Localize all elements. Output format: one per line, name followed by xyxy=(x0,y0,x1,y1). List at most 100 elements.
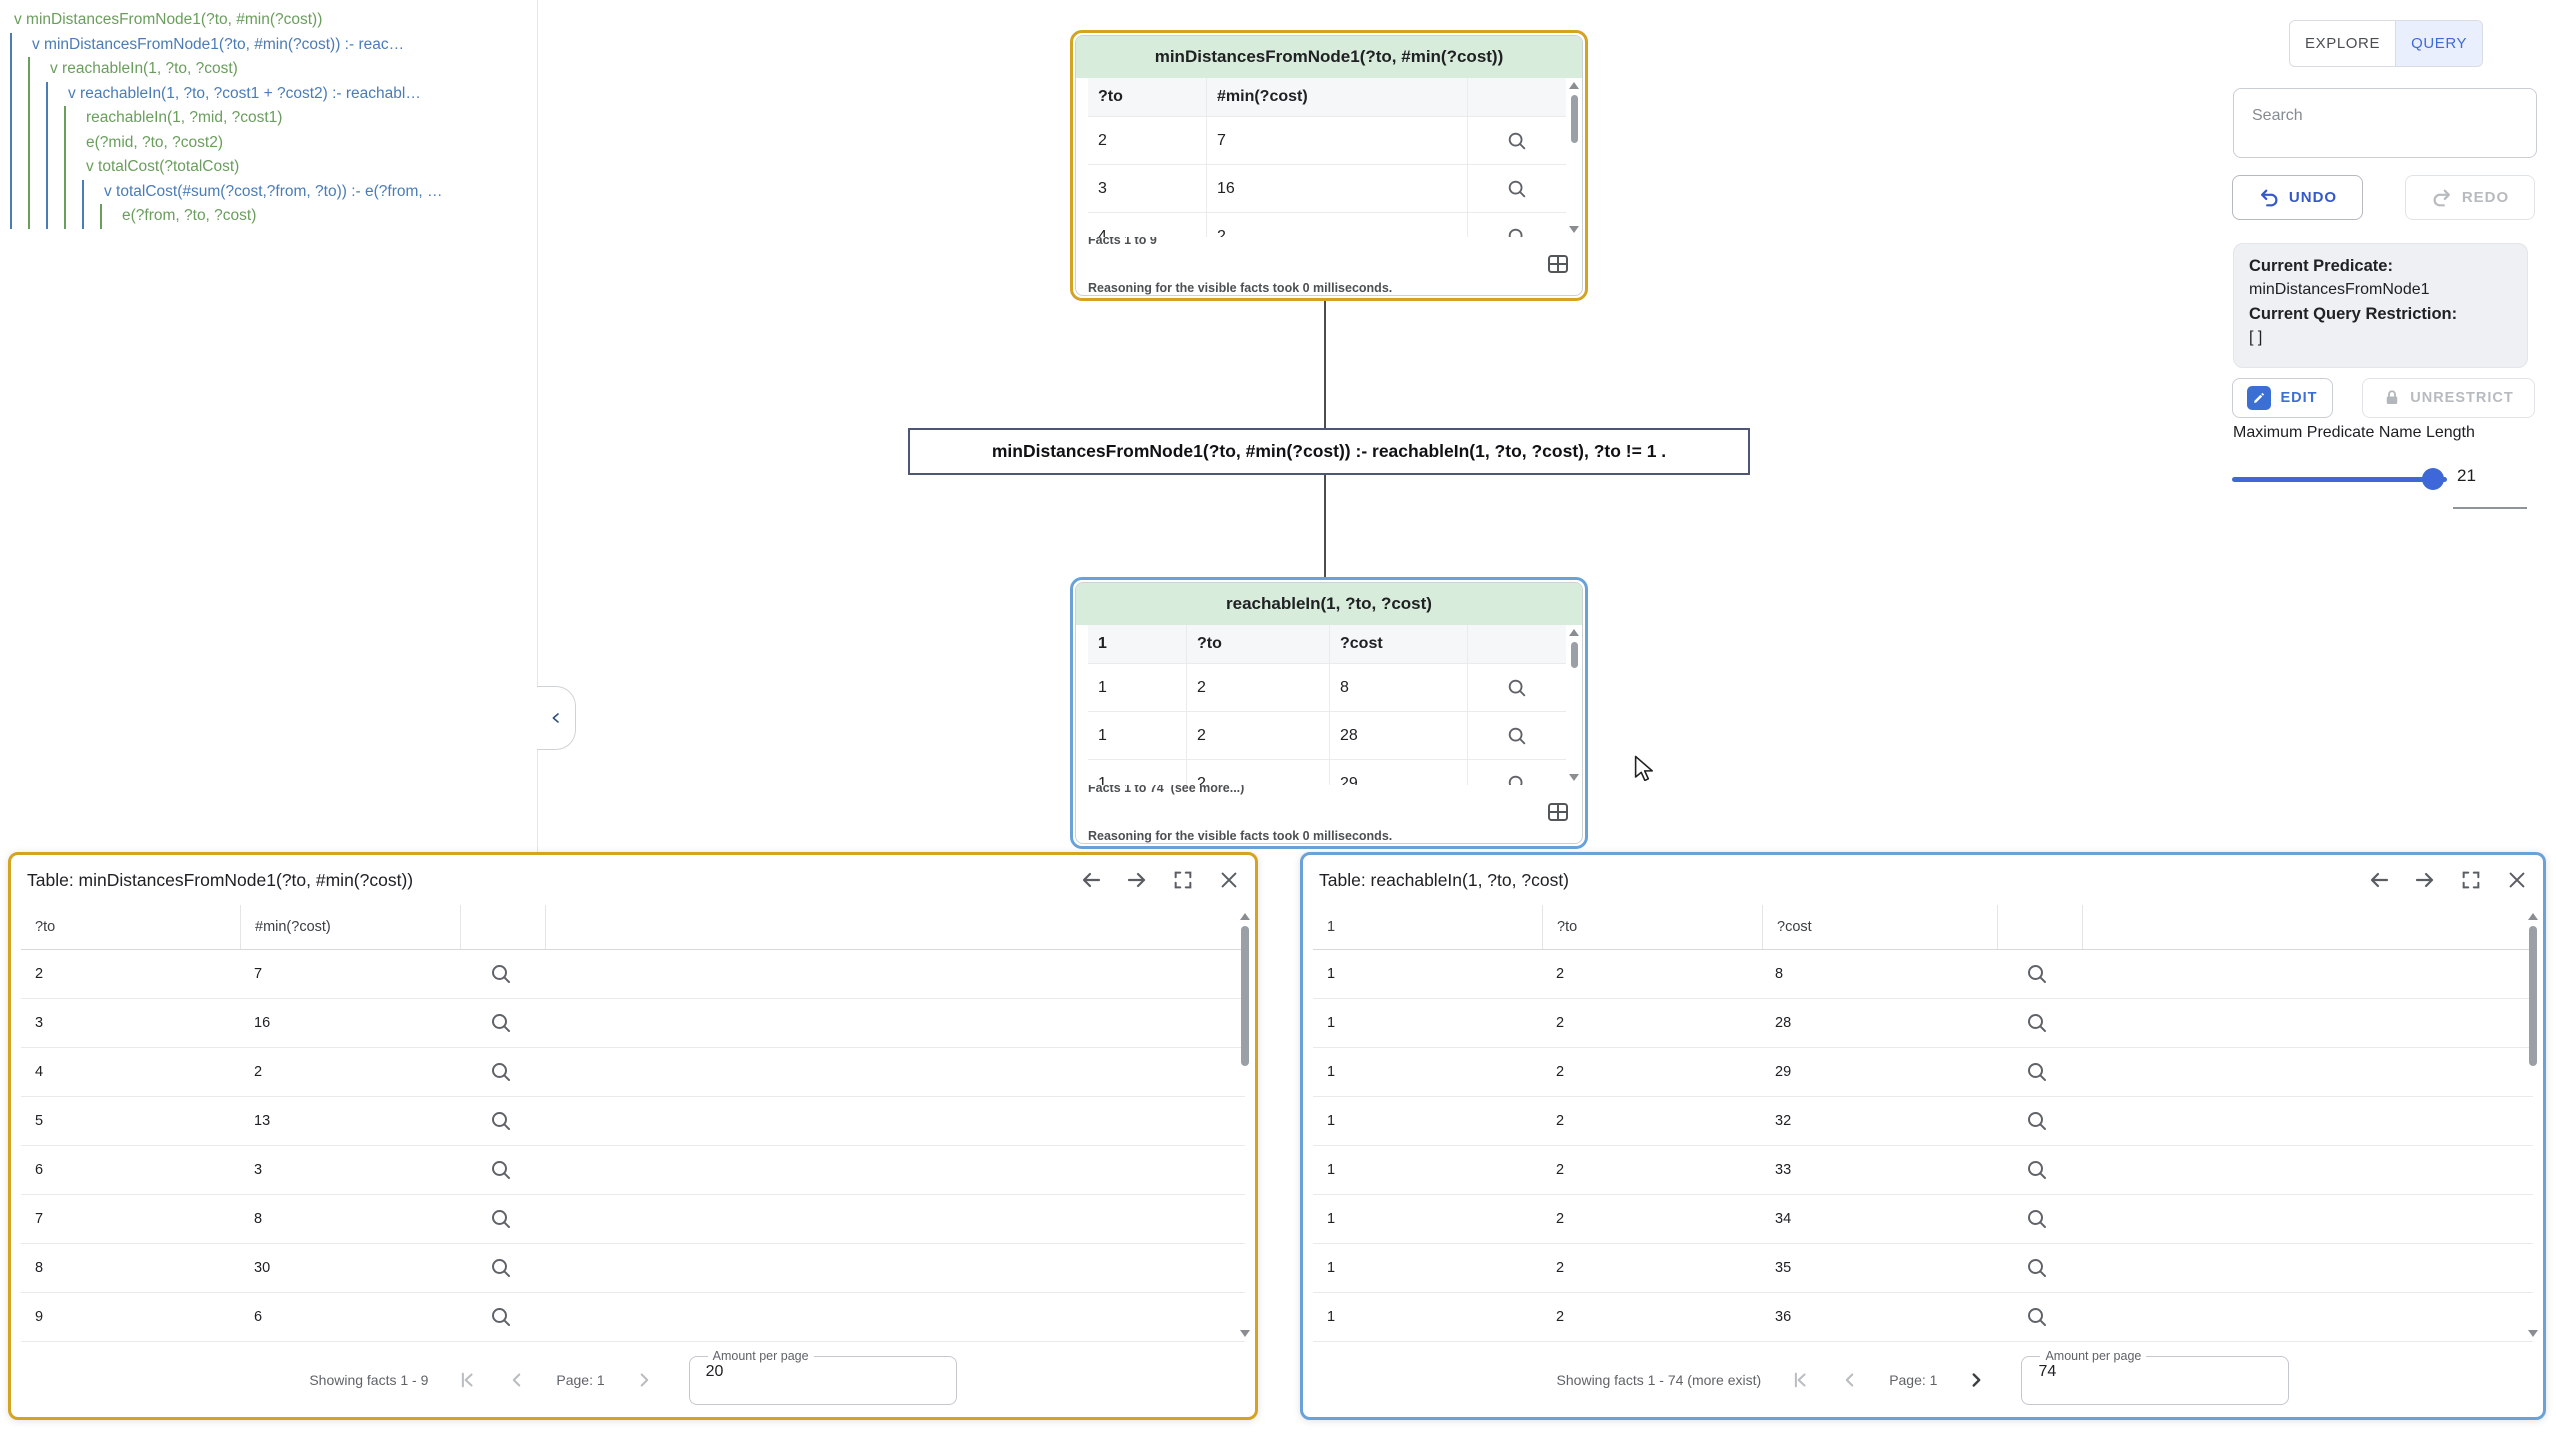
inspect-fact-icon[interactable] xyxy=(1506,725,1528,747)
inspect-fact-icon[interactable] xyxy=(489,962,513,986)
collapse-sidebar-button[interactable] xyxy=(537,686,576,750)
inspect-fact-icon[interactable] xyxy=(1506,130,1528,152)
previous-page-icon[interactable] xyxy=(506,1369,528,1391)
redo-button[interactable]: REDO xyxy=(2405,175,2535,220)
inspect-fact-icon[interactable] xyxy=(2025,1011,2049,1035)
inspect-fact-icon[interactable] xyxy=(2025,962,2049,986)
node-table-scrollbar[interactable] xyxy=(1568,629,1580,781)
inspect-fact-icon[interactable] xyxy=(1506,178,1528,200)
undo-button[interactable]: UNDO xyxy=(2232,175,2363,220)
scroll-up-icon[interactable] xyxy=(1569,629,1579,636)
inspect-fact-icon[interactable] xyxy=(489,1011,513,1035)
forward-icon[interactable] xyxy=(1125,868,1149,892)
node-card-minDistancesFromNode1[interactable]: minDistancesFromNode1(?to, #min(?cost)) … xyxy=(1070,30,1588,301)
close-icon[interactable] xyxy=(1217,868,1241,892)
tab-query[interactable]: QUERY xyxy=(2395,21,2483,66)
max-length-value[interactable]: 21 xyxy=(2457,466,2476,485)
inspect-fact-icon[interactable] xyxy=(489,1207,513,1231)
tree-line[interactable]: v minDistancesFromNode1(?to, #min(?cost)… xyxy=(10,8,537,33)
scroll-down-icon[interactable] xyxy=(1569,774,1579,781)
scroll-down-icon[interactable] xyxy=(1569,226,1579,233)
back-icon[interactable] xyxy=(1079,868,1103,892)
tree-line[interactable]: reachableIn(1, ?mid, ?cost1) xyxy=(10,106,537,131)
tree-line[interactable]: v minDistancesFromNode1(?to, #min(?cost)… xyxy=(10,32,537,57)
scrollbar-thumb[interactable] xyxy=(1570,95,1578,143)
rule-node[interactable]: minDistancesFromNode1(?to, #min(?cost)) … xyxy=(908,428,1750,475)
inspect-fact-icon[interactable] xyxy=(489,1158,513,1182)
back-icon[interactable] xyxy=(2367,868,2391,892)
first-page-icon[interactable] xyxy=(456,1369,478,1391)
scroll-down-icon[interactable] xyxy=(1240,1330,1250,1337)
previous-page-icon[interactable] xyxy=(1839,1369,1861,1391)
tree-line[interactable]: e(?from, ?to, ?cost) xyxy=(10,204,537,229)
scroll-up-icon[interactable] xyxy=(1569,82,1579,89)
tree-line[interactable]: v totalCost(#sum(?cost,?from, ?to)) :- e… xyxy=(10,179,537,204)
inspect-fact-icon[interactable] xyxy=(489,1256,513,1280)
edit-button[interactable]: EDIT xyxy=(2232,378,2333,418)
max-length-slider-thumb[interactable] xyxy=(2422,468,2444,490)
inspect-fact-icon[interactable] xyxy=(1506,226,1528,238)
scroll-up-icon[interactable] xyxy=(1240,913,1250,920)
inspect-fact-icon[interactable] xyxy=(2025,1207,2049,1231)
inspect-fact-icon[interactable] xyxy=(489,1060,513,1084)
inspect-fact-icon[interactable] xyxy=(2025,1305,2049,1329)
scrollbar-thumb[interactable] xyxy=(1570,642,1578,668)
open-table-icon[interactable] xyxy=(1546,252,1570,276)
inspect-fact-icon[interactable] xyxy=(1506,773,1528,786)
tree-line[interactable]: e(?mid, ?to, ?cost2) xyxy=(10,130,537,155)
tree-line[interactable]: v reachableIn(1, ?to, ?cost1 + ?cost2) :… xyxy=(10,81,537,106)
inspect-fact-icon[interactable] xyxy=(489,1305,513,1329)
fullscreen-icon[interactable] xyxy=(2459,868,2483,892)
inspect-fact-icon[interactable] xyxy=(489,1109,513,1133)
panel-scrollbar[interactable] xyxy=(1239,913,1251,1337)
fullscreen-icon[interactable] xyxy=(1171,868,1195,892)
amount-per-page-input[interactable] xyxy=(701,1363,936,1389)
inspect-fact-icon[interactable] xyxy=(2025,1060,2049,1084)
unrestrict-button[interactable]: UNRESTRICT xyxy=(2362,378,2535,418)
inspect-fact-icon[interactable] xyxy=(2025,1109,2049,1133)
open-table-icon[interactable] xyxy=(1546,800,1570,824)
scrollbar-thumb[interactable] xyxy=(2529,926,2537,1066)
inspect-fact-icon[interactable] xyxy=(1506,677,1528,699)
inspect-fact-icon[interactable] xyxy=(2025,1158,2049,1182)
max-length-slider-track[interactable] xyxy=(2232,477,2447,482)
scrollbar-thumb[interactable] xyxy=(1241,926,1249,1066)
scroll-down-icon[interactable] xyxy=(2528,1330,2538,1337)
tab-explore[interactable]: EXPLORE xyxy=(2305,35,2381,52)
forward-icon[interactable] xyxy=(2413,868,2437,892)
next-page-icon[interactable] xyxy=(1965,1369,1987,1391)
node-table-scrollbar[interactable] xyxy=(1568,82,1580,233)
search-input[interactable] xyxy=(2233,88,2537,158)
amount-per-page-input[interactable] xyxy=(2034,1363,2269,1389)
next-page-icon[interactable] xyxy=(633,1369,655,1391)
close-icon[interactable] xyxy=(2505,868,2529,892)
tree-line[interactable]: v reachableIn(1, ?to, ?cost) xyxy=(10,57,537,82)
inspect-fact-icon[interactable] xyxy=(2025,1256,2049,1280)
scroll-up-icon[interactable] xyxy=(2528,913,2538,920)
panel-scrollbar[interactable] xyxy=(2527,913,2539,1337)
first-page-icon[interactable] xyxy=(1789,1369,1811,1391)
